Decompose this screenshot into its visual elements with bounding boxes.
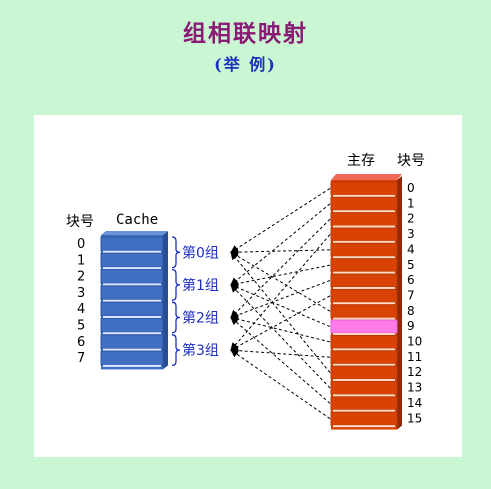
mapping-arrows	[230, 188, 331, 420]
cache-block	[100, 252, 164, 268]
memory-top-face	[331, 174, 402, 180]
group-brace	[171, 268, 181, 301]
memory-block	[330, 288, 398, 303]
group-brace	[171, 334, 181, 367]
mapping-arrow	[230, 315, 331, 343]
cache-block-number: 5	[77, 319, 85, 334]
memory-block-number: 12	[407, 365, 422, 379]
cache-label: Cache	[116, 212, 158, 228]
memory-block	[330, 304, 398, 319]
memory-block	[330, 365, 398, 380]
memory-block	[330, 335, 398, 349]
cache-block-number: 2	[77, 270, 85, 285]
cache-block-header: 块号	[66, 214, 94, 230]
memory-block	[330, 227, 398, 242]
mapping-arrow	[230, 218, 331, 319]
mapping-arrow	[230, 349, 331, 420]
mapping-arrow	[230, 283, 331, 328]
memory-block	[330, 181, 398, 196]
memory-block	[330, 350, 398, 365]
mapping-arrow	[230, 203, 331, 286]
cache-block	[100, 301, 164, 317]
memory-block-number: 14	[407, 396, 422, 410]
memory-block-highlighted	[330, 319, 398, 334]
memory-block-number: 7	[407, 288, 415, 302]
memory-block-number: 11	[407, 350, 422, 364]
memory-block-header: 块号	[397, 153, 425, 169]
cache-block-number: 1	[77, 253, 85, 268]
cache-block	[100, 350, 164, 366]
cache-stack: 01 234 567	[77, 231, 168, 370]
group-brace	[171, 301, 181, 334]
memory-block-number: 9	[407, 319, 415, 333]
mapping-arrow	[230, 251, 331, 312]
memory-block	[330, 273, 398, 288]
page-subtitle: (举 例)	[214, 55, 277, 74]
group-label: 第2组	[182, 310, 219, 327]
page-title: 组相联映射	[183, 20, 308, 47]
group-label: 第3组	[182, 342, 219, 359]
memory-block-number: 8	[407, 304, 415, 318]
cache-block-number: 6	[77, 335, 85, 350]
memory-block-number: 0	[407, 181, 415, 195]
memory-block-number: 2	[407, 212, 415, 226]
memory-block-number: 6	[407, 273, 415, 287]
memory-block-number: 4	[407, 242, 415, 256]
mapping-arrow	[230, 280, 331, 319]
memory-block	[330, 258, 398, 273]
cache-block	[100, 269, 164, 284]
mapping-arrow	[230, 295, 331, 351]
memory-block-number: 3	[407, 227, 415, 241]
cache-block	[100, 285, 164, 301]
mapping-arrow	[230, 188, 331, 253]
mapping-arrow	[230, 346, 331, 358]
cache-block	[100, 334, 164, 350]
memory-block-number: 15	[407, 411, 422, 425]
group-label: 第0组	[182, 244, 219, 261]
mapping-arrow	[230, 251, 331, 373]
cache-block-number: 4	[77, 302, 85, 317]
mapping-arrow	[230, 316, 331, 404]
memory-block-number: 13	[407, 381, 422, 395]
memory-block-number: 1	[407, 196, 415, 210]
memory-block	[330, 196, 398, 211]
memory-block	[330, 411, 398, 426]
memory-block	[330, 396, 398, 411]
cache-side-face	[163, 231, 168, 370]
cache-block-number: 7	[77, 351, 85, 366]
mapping-arrow	[230, 248, 331, 257]
memory-block	[330, 242, 398, 257]
mapping-arrow	[230, 234, 331, 351]
group-label: 第1组	[182, 277, 219, 294]
memory-block-number: 5	[407, 258, 415, 272]
group-brace	[171, 236, 181, 269]
cache-top-face	[101, 231, 168, 235]
mapping-arrow	[230, 284, 331, 389]
memory-block	[330, 212, 398, 227]
cache-block	[100, 236, 164, 252]
cache-block-number: 0	[77, 237, 85, 252]
memory-side-face	[397, 176, 402, 430]
memory-block	[330, 381, 398, 395]
memory-block-number: 10	[407, 335, 422, 349]
memory-header: 主存	[347, 153, 375, 169]
cache-block	[100, 318, 164, 333]
cache-block-number: 3	[77, 286, 85, 301]
mapping-arrow	[230, 264, 331, 288]
